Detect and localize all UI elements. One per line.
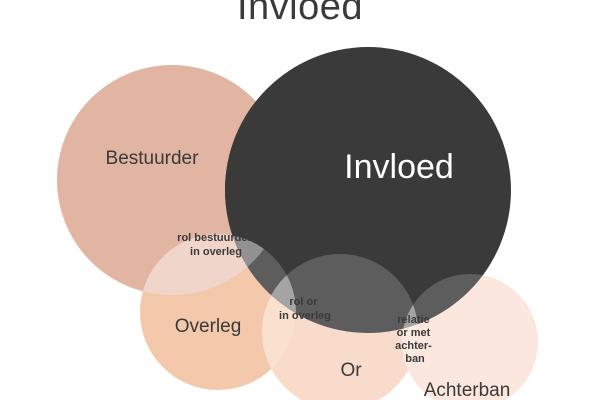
circle-bestuurder [57,65,287,295]
label-or: Or [340,360,362,381]
overlap-overleg [140,234,296,390]
label-invloed: Invloed [344,148,454,186]
overlap-or [262,254,418,400]
label-relatie: relatie or met achter- ban [395,314,435,365]
label-achterban: Achterban [424,380,511,400]
page-title: Invloed [236,0,364,28]
circle-invloed [225,47,511,333]
label-bestuurder: Bestuurder [106,148,200,169]
label-rol-bestuurder: rol bestuurder in overleg [177,232,255,258]
label-rol-or: rol or in overleg [279,296,331,322]
overlap-achterban [402,274,538,400]
label-overleg: Overleg [175,316,242,337]
